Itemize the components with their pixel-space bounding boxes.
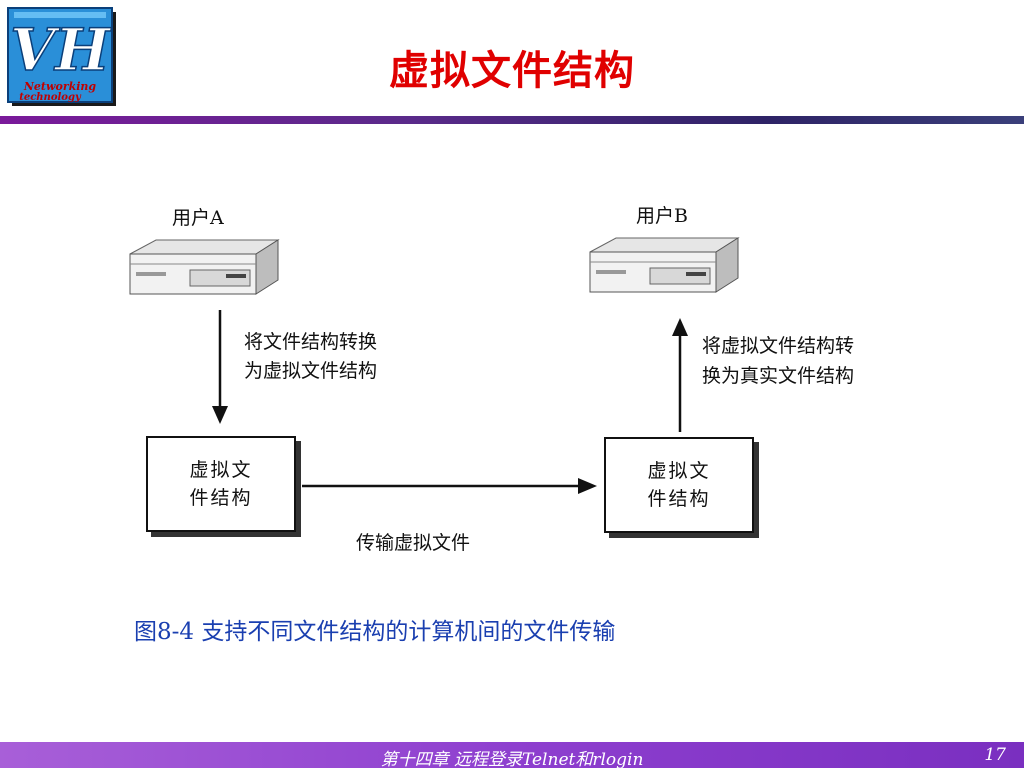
arrow-right-icon — [302, 476, 598, 500]
figure-caption: 图8-4 支持不同文件结构的计算机间的文件传输 — [134, 619, 616, 645]
logo: VH Networking technology — [6, 6, 118, 108]
left-box-line1: 虚拟文 — [189, 459, 253, 481]
user-b-label: 用户B — [636, 205, 688, 227]
right-note-line2: 换为真实文件结构 — [702, 365, 855, 387]
computer-icon — [586, 234, 742, 300]
virtual-file-box-right: 虚拟文 件结构 — [604, 437, 754, 533]
transfer-label: 传输虚拟文件 — [356, 532, 471, 554]
right-box-line2: 件结构 — [647, 488, 711, 510]
left-box-line2: 件结构 — [189, 487, 253, 509]
slide-title: 虚拟文件结构 — [389, 48, 635, 94]
page-number: 17 — [984, 745, 1006, 765]
right-note-line1: 将虚拟文件结构转 — [702, 335, 855, 357]
right-box-line1: 虚拟文 — [647, 460, 711, 482]
title-divider — [0, 116, 1024, 124]
footer-chapter: 第十四章 远程登录Telnet和rlogin — [380, 750, 644, 770]
logo-line1: Networking — [23, 80, 97, 93]
arrow-down-icon — [210, 310, 230, 430]
logo-letters: VH — [10, 16, 112, 84]
computer-icon — [126, 236, 282, 302]
left-note-line2: 为虚拟文件结构 — [244, 360, 378, 382]
arrow-up-icon — [670, 318, 690, 438]
virtual-file-box-left: 虚拟文 件结构 — [146, 436, 296, 532]
footer-bar — [0, 742, 1024, 768]
left-note-line1: 将文件结构转换 — [244, 331, 378, 353]
logo-line2: technology — [19, 92, 82, 103]
user-a-label: 用户A — [172, 207, 224, 229]
